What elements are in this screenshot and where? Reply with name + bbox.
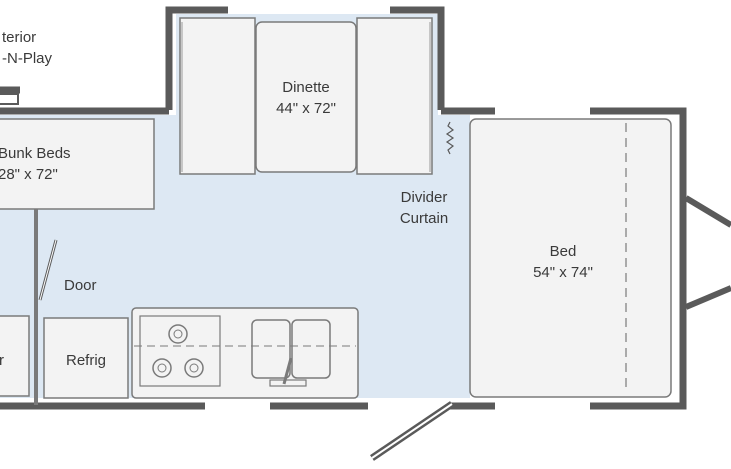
- exterior-play-label-2: -N-Play: [2, 50, 53, 67]
- refrigerator: [43, 317, 129, 399]
- bed-label: Bed: [550, 243, 577, 260]
- windows: [205, 6, 590, 410]
- exterior-play-label-1: terior: [2, 29, 36, 46]
- bed: [469, 118, 672, 398]
- dinette-size-label: 44" x 72": [276, 100, 336, 117]
- divider-curtain: [445, 121, 455, 155]
- dinette-label: Dinette: [282, 79, 330, 96]
- refrig-label: Refrig: [66, 352, 106, 369]
- left-fixture: [0, 315, 30, 397]
- divider-label-2: Curtain: [400, 210, 448, 227]
- entry-door: [370, 401, 454, 461]
- bunk-beds-label: Bunk Beds: [0, 145, 71, 162]
- exterior-play-bracket: [0, 93, 19, 105]
- bath-wall: [34, 209, 58, 405]
- divider-label-1: Divider: [401, 189, 448, 206]
- bunk-size-label: 28" x 72": [0, 166, 58, 183]
- door-label: Door: [64, 277, 97, 294]
- bunk-beds: [0, 118, 155, 210]
- bed-size-label: 54" x 74": [533, 264, 593, 281]
- hitch: [684, 195, 731, 310]
- dinette: [179, 17, 433, 175]
- kitchen-counter: [131, 307, 359, 399]
- cut-fixture-label: r: [0, 352, 4, 369]
